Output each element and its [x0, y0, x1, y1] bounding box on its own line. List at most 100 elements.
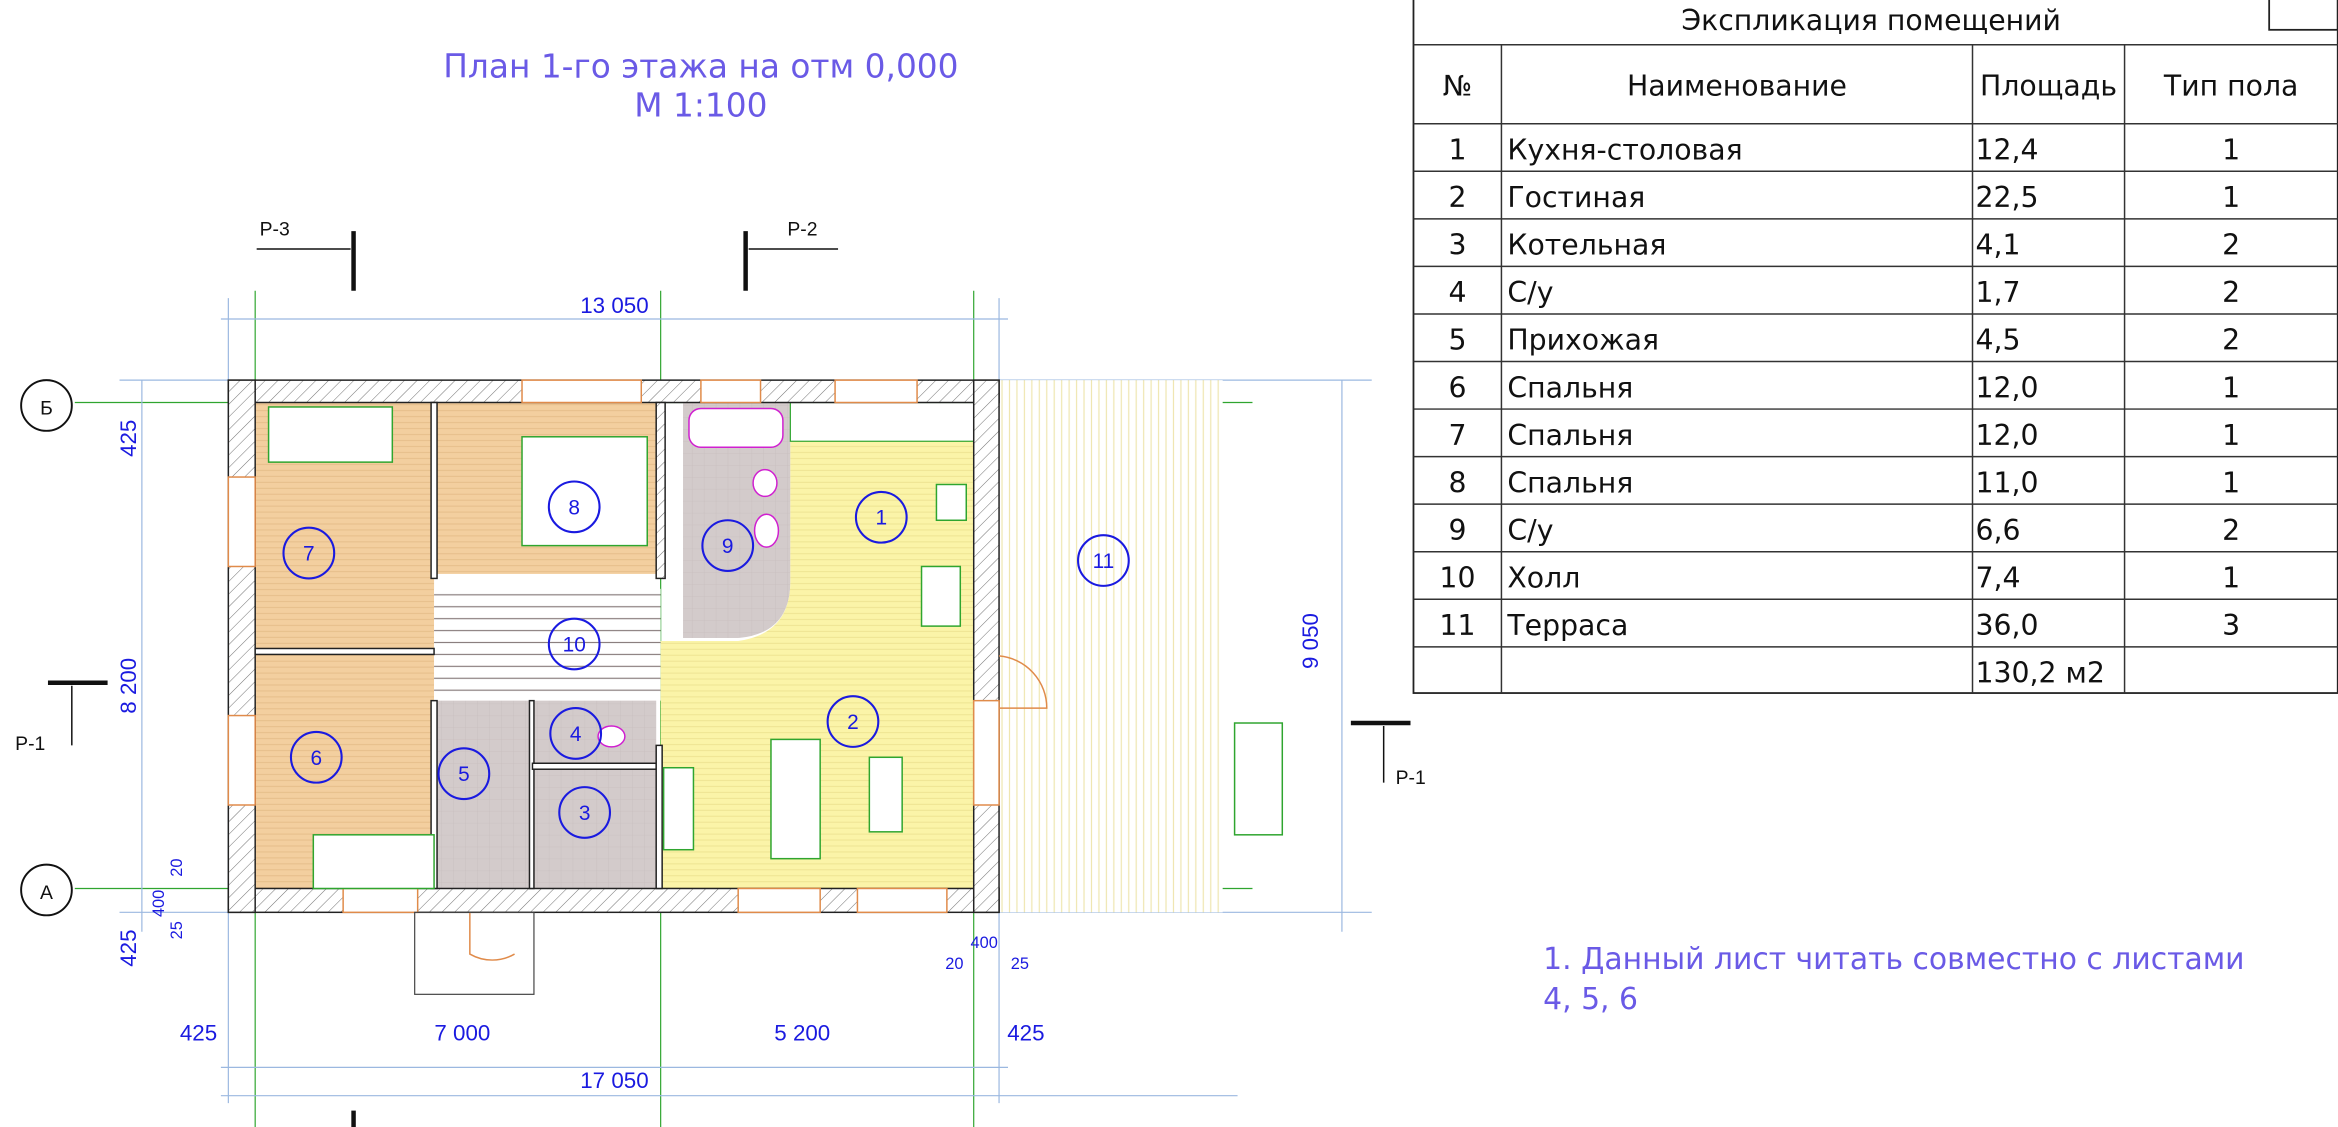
axis-b-label: Б [40, 397, 53, 419]
room-name-cell: Кухня-столовая [1507, 134, 1742, 167]
room-area-cell: 22,5 [1975, 181, 2038, 214]
dim-left-bottom: 425 [116, 929, 141, 966]
room-4-floor [532, 700, 657, 767]
section-p2-label: Р-2 [787, 219, 817, 241]
floor-type-cell: 1 [2222, 134, 2240, 167]
bed-icon [521, 436, 648, 547]
room-name-cell: С/у [1507, 514, 1553, 547]
note-line-1: 1. Данный лист читать совместно с листам… [1543, 942, 2244, 977]
room-number: 9 [722, 535, 734, 558]
toilet-icon [752, 468, 778, 498]
room-marker-circle [289, 730, 343, 784]
table-header-cell: Наименование [1627, 69, 1847, 102]
floor-type-cell: 2 [2222, 514, 2240, 547]
floor-type-cell: 2 [2222, 324, 2240, 357]
room-marker-circle [826, 695, 880, 748]
room-9-floor [683, 402, 791, 639]
room-number-cell: 2 [1448, 181, 1466, 214]
room-5-floor [437, 700, 530, 889]
fireplace-icon [662, 766, 695, 851]
table-title: Экспликация помещений [1681, 4, 2061, 37]
room-3-floor [532, 769, 657, 889]
room-name-cell: Спальня [1507, 419, 1633, 452]
dim-bottom-425-right: 425 [1007, 1021, 1044, 1046]
doors [469, 655, 1048, 961]
room-marker-circle [854, 490, 908, 544]
sanitary-fixtures [597, 407, 784, 748]
room-number-cell: 11 [1439, 609, 1475, 642]
room-number: 2 [847, 711, 859, 734]
dim-left-20: 20 [168, 859, 186, 877]
room-name-cell: Спальня [1507, 466, 1633, 499]
table-header-cell: № [1443, 69, 1472, 102]
room-number: 4 [570, 723, 582, 746]
room-number: 7 [303, 543, 315, 566]
floor-type-cell: 1 [2222, 562, 2240, 595]
room-number: 3 [579, 802, 591, 825]
room-number: 11 [1093, 550, 1115, 573]
room-area-cell: 12,4 [1975, 134, 2038, 167]
dim-left-25: 25 [168, 921, 186, 939]
section-p1-left-label: Р-1 [15, 733, 45, 755]
axis-a-bubble [20, 863, 73, 917]
room-name-cell: Гостиная [1507, 181, 1645, 214]
room-marker-circle [549, 707, 603, 760]
room-name-cell: Терраса [1506, 609, 1628, 642]
room-name-cell: Котельная [1507, 229, 1666, 262]
floor-type-cell: 1 [2222, 371, 2240, 404]
dim-right-total: 9 050 [1298, 613, 1323, 669]
table-header-cell: Тип пола [2163, 69, 2298, 102]
kitchen-counter [789, 401, 975, 442]
dim-left-top: 425 [116, 420, 141, 457]
bed-icon [312, 834, 435, 890]
room-number: 8 [568, 496, 580, 519]
dim-left-400: 400 [150, 890, 168, 917]
room-number: 6 [310, 747, 322, 770]
room-number-cell: 7 [1448, 419, 1466, 452]
room-name-cell: Холл [1507, 562, 1580, 595]
section-p1-right-label: Р-1 [1396, 767, 1426, 789]
furniture [267, 406, 1284, 890]
table-row: 8 Спальня 11,0 1 [1448, 466, 2240, 499]
room-area-cell: 12,0 [1975, 419, 2038, 452]
dim-left-main: 8 200 [116, 658, 141, 714]
room-number-cell: 1 [1448, 134, 1466, 167]
plan-scale: М 1:100 [634, 86, 767, 124]
axis-b-bubble [20, 379, 73, 432]
note-line-2: 4, 5, 6 [1543, 982, 1638, 1017]
room-number: 5 [458, 763, 470, 786]
room-area-cell: 7,4 [1975, 562, 2020, 595]
room-number-cell: 10 [1439, 562, 1475, 595]
room-marker-circle [437, 747, 491, 801]
room-marker-circle [701, 519, 755, 572]
dim-bottom-5200: 5 200 [774, 1021, 830, 1046]
room-marker-circle [1077, 534, 1130, 587]
room-number-cell: 6 [1448, 371, 1466, 404]
porch [414, 911, 535, 995]
room-marker-circle [558, 786, 612, 839]
dim-right-400: 400 [970, 934, 997, 952]
sofa-icon [770, 738, 821, 860]
room-name-cell: Прихожая [1507, 324, 1659, 357]
room-area-cell: 6,6 [1975, 514, 2020, 547]
room-number-cell: 8 [1448, 466, 1466, 499]
floor-type-cell: 1 [2222, 466, 2240, 499]
toilet-icon [597, 725, 626, 748]
dim-top-span: 13 050 [580, 293, 648, 318]
dim-right-20: 20 [945, 955, 963, 973]
stove-icon [935, 483, 968, 522]
room-area-cell: 11,0 [1975, 466, 2038, 499]
room-marker-circle [282, 526, 336, 580]
sink-icon [753, 513, 780, 548]
room-number-cell: 5 [1448, 324, 1466, 357]
steps-icon [1233, 722, 1284, 836]
room-area-cell: 4,1 [1975, 229, 2020, 262]
table-icon [868, 756, 903, 833]
room-marker-circle [547, 617, 601, 671]
